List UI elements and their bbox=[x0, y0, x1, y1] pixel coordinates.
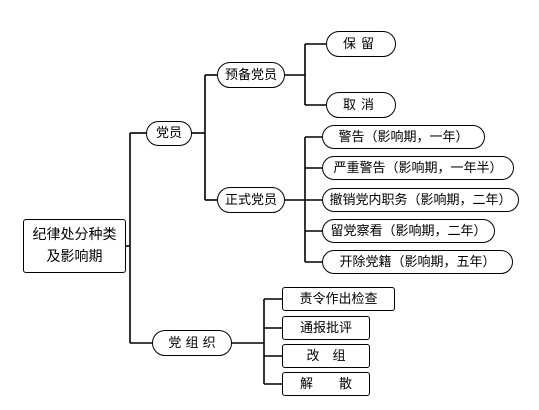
full-member-node: 正式党员 bbox=[217, 187, 285, 213]
probation-in-party-node: 留党察看（影响期，二年） bbox=[322, 219, 495, 243]
root-line-2: 及影响期 bbox=[46, 249, 103, 265]
probationary-member-node: 预备党员 bbox=[217, 62, 285, 88]
circulate-criticism-node: 通报批评 bbox=[282, 316, 370, 340]
warning-node: 警告（影响期，一年） bbox=[322, 125, 485, 149]
reorganize-node: 改 组 bbox=[282, 344, 370, 368]
party-organization-node: 党 组 织 bbox=[152, 330, 232, 356]
cancel-node: 取消 bbox=[326, 92, 396, 118]
dissolve-node: 解 散 bbox=[282, 372, 370, 396]
expulsion-node: 开除党籍（影响期，五年） bbox=[322, 250, 513, 274]
retain-node: 保留 bbox=[326, 31, 396, 57]
order-self-review-node: 责令作出检查 bbox=[282, 287, 395, 311]
serious-warning-node: 严重警告（影响期，一年半） bbox=[322, 156, 514, 180]
party-member-node: 党员 bbox=[146, 121, 192, 146]
root-line-1: 纪律处分种类 bbox=[32, 227, 117, 243]
removal-from-post-node: 撤销党内职务（影响期，二年） bbox=[322, 188, 519, 212]
root-node: 纪律处分种类 及影响期 bbox=[23, 219, 126, 273]
